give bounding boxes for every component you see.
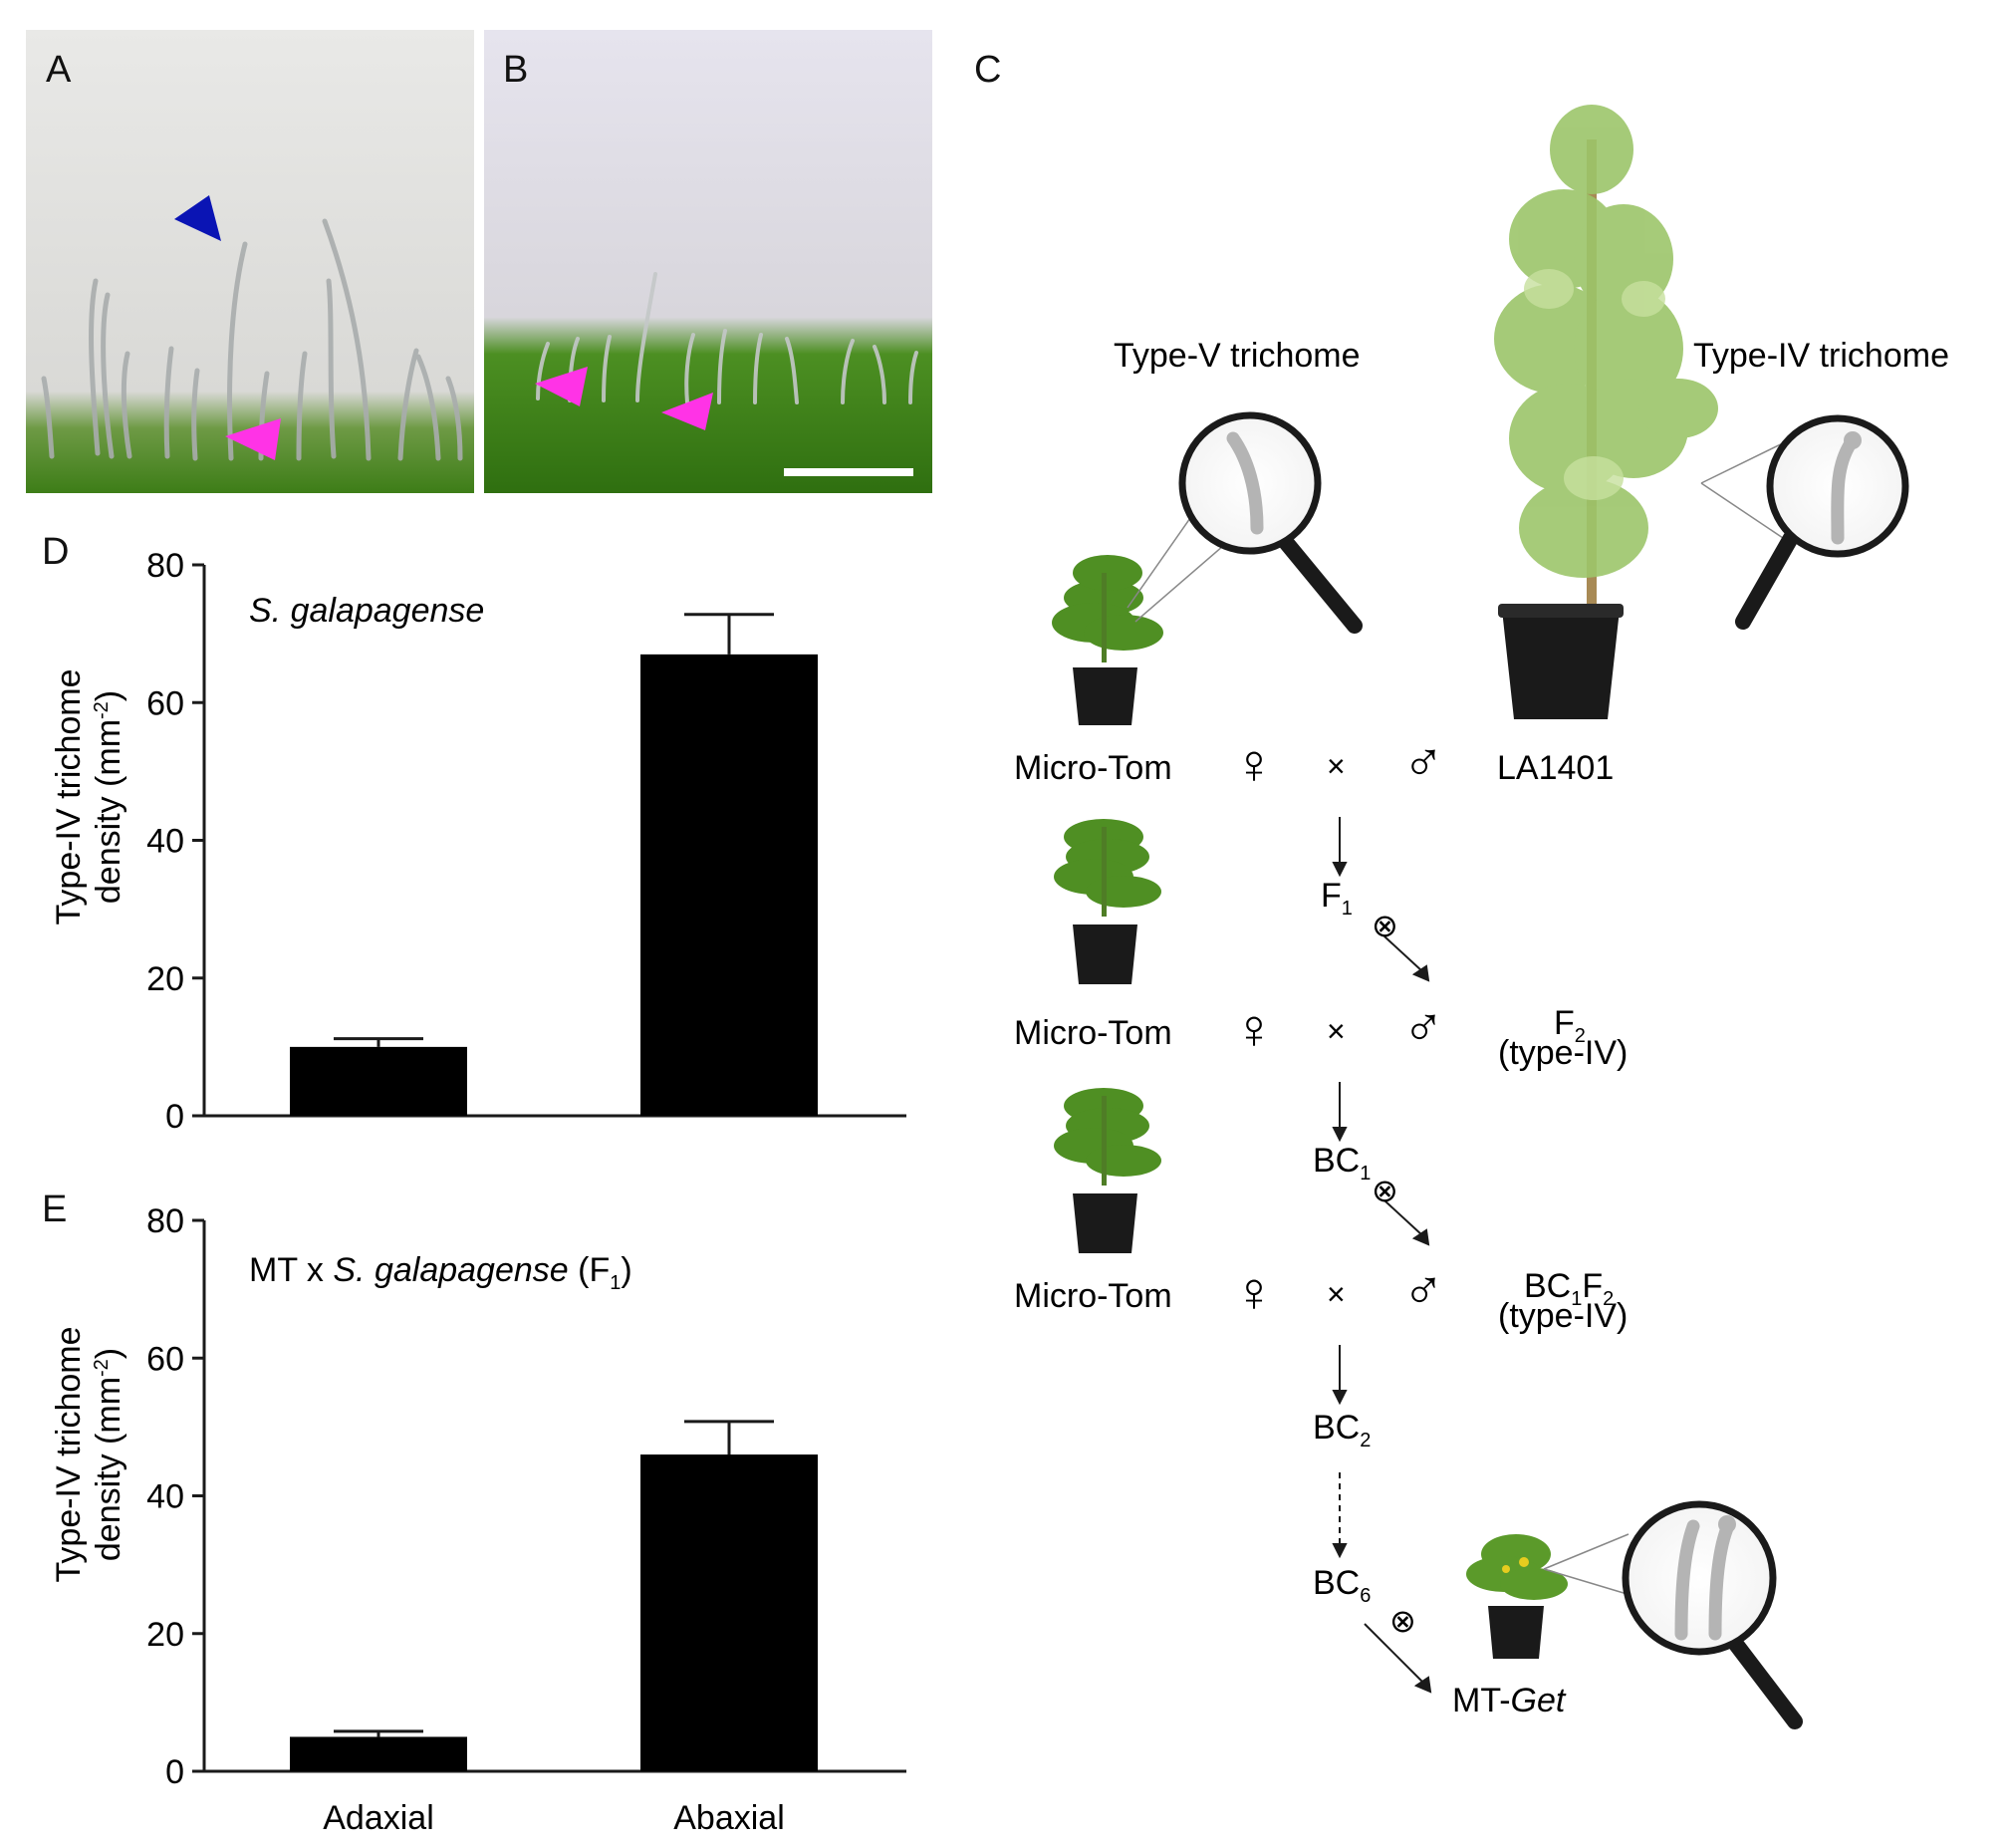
pot-icon bbox=[1073, 667, 1137, 725]
pot-icon bbox=[1073, 1193, 1137, 1253]
female-parent: Micro-Tom bbox=[1014, 1014, 1172, 1052]
generation-bc6: BC6 bbox=[1313, 1564, 1371, 1607]
generation-bc1: BC1 bbox=[1313, 1142, 1371, 1185]
arrowhead-icon-blue bbox=[174, 195, 221, 241]
y-tick-label: 80 bbox=[146, 1202, 184, 1240]
cross-row-1: Micro-Tom ♀ × ♂ LA1401 bbox=[1014, 730, 1614, 795]
panel-b-photo: B bbox=[484, 30, 932, 493]
magnifier-icon-type-v bbox=[1127, 411, 1363, 634]
female-symbol: ♀ bbox=[1233, 1260, 1275, 1323]
y-tick-label: 20 bbox=[146, 1616, 184, 1654]
type-v-label: Type-V trichome bbox=[1114, 337, 1361, 375]
y-axis-label: Type-IV trichome density (mm-2) bbox=[50, 669, 127, 925]
panel-letter-b: B bbox=[503, 49, 528, 91]
arrowhead-icon-magenta bbox=[225, 418, 281, 460]
panel-letter-e: E bbox=[42, 1188, 67, 1230]
male-parent-note: (type-IV) bbox=[1498, 1034, 1628, 1072]
magnifier-icon-mt-get bbox=[1543, 1500, 1803, 1729]
y-tick-label: 0 bbox=[165, 1098, 184, 1136]
cross-symbol: × bbox=[1327, 1013, 1346, 1049]
y-tick-label: 20 bbox=[146, 960, 184, 998]
panel-letter-c: C bbox=[974, 49, 1001, 91]
bar bbox=[640, 654, 818, 1116]
generation-f1: F1 bbox=[1321, 877, 1353, 920]
chart-e: E MT x S. galapagense (F1) Type-IV trich… bbox=[42, 1188, 906, 1837]
male-parent: LA1401 bbox=[1497, 749, 1614, 787]
cross-row-3: Micro-Tom ♀ × ♂ BC1F2 (type-IV) bbox=[1014, 1258, 1628, 1335]
cross-row-2: Micro-Tom ♀ × ♂ F2 (type-IV) bbox=[1014, 995, 1628, 1072]
y-axis-label-line2: density (mm-2) bbox=[90, 690, 127, 904]
magnifier-icon-type-iv bbox=[1700, 414, 1909, 630]
y-axis-label: Type-IV trichome density (mm-2) bbox=[50, 1327, 127, 1583]
type-iv-label: Type-IV trichome bbox=[1693, 337, 1949, 375]
y-tick-label: 0 bbox=[165, 1753, 184, 1791]
plant-icon-mt-get bbox=[1466, 1534, 1568, 1659]
chart-d: D S. galapagense Type-IV trichome densit… bbox=[42, 531, 906, 1136]
self-symbol: ⊗ bbox=[1372, 1173, 1398, 1208]
generation-labels: F1 ⊗ BC1 ⊗ BC2 BC6 ⊗ MT-Get bbox=[1313, 877, 1567, 1719]
y-tick-label: 60 bbox=[146, 1340, 184, 1378]
y-tick-label: 40 bbox=[146, 823, 184, 861]
plant-icon-micro-tom-3 bbox=[1054, 1088, 1161, 1253]
bar bbox=[640, 1454, 818, 1771]
female-symbol: ♀ bbox=[1233, 732, 1275, 795]
bar bbox=[290, 1736, 467, 1771]
female-parent: Micro-Tom bbox=[1014, 749, 1172, 787]
cross-symbol: × bbox=[1327, 748, 1346, 784]
y-tick-label: 40 bbox=[146, 1478, 184, 1516]
generation-arrows bbox=[1332, 817, 1432, 1694]
male-symbol: ♂ bbox=[1402, 1258, 1444, 1321]
chart-title: S. galapagense bbox=[249, 592, 484, 630]
y-axis-label-line2: density (mm-2) bbox=[90, 1348, 127, 1561]
female-parent: Micro-Tom bbox=[1014, 1277, 1172, 1315]
male-parent: F2 bbox=[1554, 1004, 1586, 1047]
male-parent-note: (type-IV) bbox=[1498, 1297, 1628, 1335]
chart-title: MT x S. galapagense (F1) bbox=[249, 1251, 632, 1294]
plant-icon-micro-tom-1 bbox=[1052, 555, 1163, 725]
pot-icon bbox=[1488, 1606, 1544, 1659]
panel-a-photo: A bbox=[26, 30, 474, 493]
trichome-hairs-a bbox=[41, 218, 463, 461]
cross-symbol: × bbox=[1327, 1276, 1346, 1312]
pot-icon bbox=[1502, 610, 1620, 719]
panel-letter-d: D bbox=[42, 531, 69, 573]
arrowhead-icon-magenta bbox=[535, 367, 588, 406]
male-symbol: ♂ bbox=[1402, 995, 1444, 1058]
generation-bc2: BC2 bbox=[1313, 1409, 1371, 1452]
panel-letter-a: A bbox=[46, 49, 72, 91]
scale-bar bbox=[784, 468, 913, 476]
x-category-label: Abaxial bbox=[673, 1799, 785, 1837]
pot-icon bbox=[1073, 924, 1137, 984]
self-symbol: ⊗ bbox=[1372, 908, 1398, 943]
x-category-label: Adaxial bbox=[323, 1799, 434, 1837]
bar bbox=[290, 1046, 467, 1116]
panel-c-scheme: C bbox=[974, 49, 1949, 1729]
self-symbol: ⊗ bbox=[1389, 1603, 1416, 1639]
female-symbol: ♀ bbox=[1233, 997, 1275, 1060]
arrowhead-icon-magenta bbox=[661, 393, 713, 430]
final-line-label: MT-Get bbox=[1452, 1682, 1567, 1719]
y-axis-label-line1: Type-IV trichome bbox=[50, 669, 88, 925]
male-parent: BC1F2 bbox=[1524, 1267, 1614, 1310]
male-symbol: ♂ bbox=[1402, 730, 1444, 793]
y-tick-label: 60 bbox=[146, 684, 184, 722]
y-tick-label: 80 bbox=[146, 547, 184, 585]
y-axis-label-line1: Type-IV trichome bbox=[50, 1327, 88, 1583]
plant-icon-la1401 bbox=[1494, 105, 1718, 719]
plant-icon-micro-tom-2 bbox=[1054, 819, 1161, 984]
